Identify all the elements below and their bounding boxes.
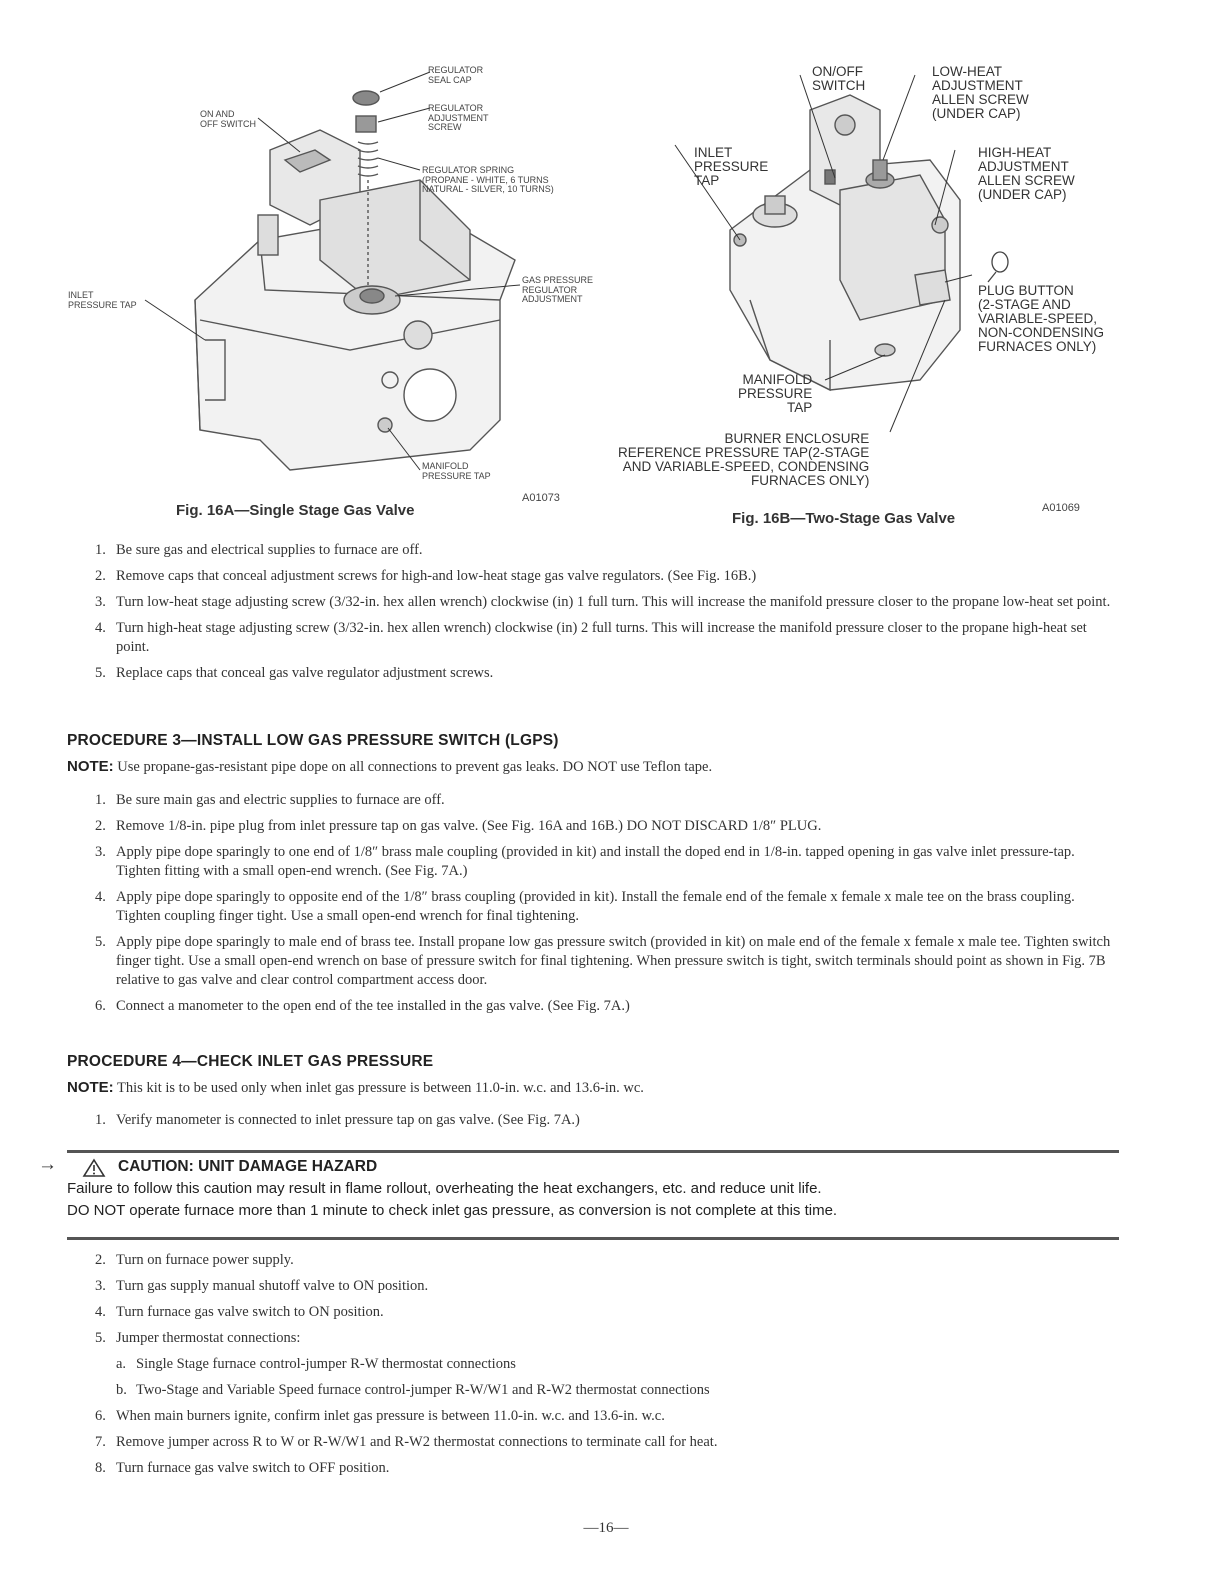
caution-title: CAUTION: UNIT DAMAGE HAZARD [118, 1158, 378, 1175]
figure-16a-caption: Fig. 16A—Single Stage Gas Valve [176, 502, 415, 519]
list-item: 5.Replace caps that conceal gas valve re… [95, 665, 494, 681]
regulator-seal-cap-label: REGULATOR SEAL CAP [428, 65, 484, 85]
list-item: 2.Remove 1/8-in. pipe plug from inlet pr… [95, 818, 822, 834]
list-item: 4.Apply pipe dope sparingly to opposite … [95, 889, 1075, 924]
single-stage-gas-valve-drawing [144, 71, 521, 471]
list-item: 3.Turn gas supply manual shutoff valve t… [95, 1278, 429, 1294]
plug-button-icon [987, 251, 1009, 283]
procedure-4-note: NOTE: This kit is to be used only when i… [67, 1079, 644, 1097]
procedure-3-note: NOTE: Use propane-gas-resistant pipe dop… [67, 758, 712, 776]
list-item: b.Two-Stage and Variable Speed furnace c… [116, 1382, 710, 1398]
list-item: 1.Verify manometer is connected to inlet… [95, 1112, 580, 1128]
list-item: 6.Connect a manometer to the open end of… [95, 998, 630, 1014]
inlet-pressure-steps-a: 1.Verify manometer is connected to inlet… [68, 1111, 1120, 1137]
list-item: 7.Remove jumper across R to W or R-W/W1 … [95, 1434, 718, 1450]
low-heat-adjustment-label: LOW-HEAT ADJUSTMENT ALLEN SCREW (UNDER C… [932, 64, 1029, 121]
note-text: Use propane-gas-resistant pipe dope on a… [117, 759, 713, 775]
list-item: 4.Turn high-heat stage adjusting screw (… [95, 620, 1087, 655]
list-item: 1.Be sure gas and electrical supplies to… [95, 542, 423, 558]
list-item: 4.Turn furnace gas valve switch to ON po… [95, 1304, 384, 1320]
list-item: 2.Remove caps that conceal adjustment sc… [95, 568, 757, 584]
regulator-adjustment-screw-label: REGULATOR ADJUSTMENT SCREW [428, 103, 489, 132]
high-heat-adjustment-label: HIGH-HEAT ADJUSTMENT ALLEN SCREW (UNDER … [978, 145, 1075, 202]
list-item: a.Single Stage furnace control-jumper R-… [116, 1356, 516, 1372]
burner-enclosure-tap-label: BURNER ENCLOSURE REFERENCE PRESSURE TAP(… [618, 431, 870, 488]
note-label: NOTE: [67, 758, 114, 775]
list-item: 1.Be sure main gas and electric supplies… [95, 792, 445, 808]
list-item: 3.Turn low-heat stage adjusting screw (3… [95, 594, 1111, 610]
caution-change-arrow: → [38, 1154, 57, 1175]
figure-16b-caption: Fig. 16B—Two-Stage Gas Valve [732, 510, 956, 527]
figure-16a: REGULATOR SEAL CAP ON AND OFF SWITCH REG… [0, 0, 600, 530]
procedure-4-heading: PROCEDURE 4—CHECK INLET GAS PRESSURE [67, 1053, 434, 1070]
caution-top-rule [67, 1150, 1119, 1153]
figure-16b-code: A01069 [1042, 502, 1080, 514]
on-off-switch-label: ON AND OFF SWITCH [200, 109, 256, 129]
lgps-install-steps: 1.Be sure main gas and electric supplies… [68, 791, 1120, 1023]
on-off-switch-label: ON/OFF SWITCH [812, 64, 866, 93]
regulator-spring-label: REGULATOR SPRING (PROPANE - WHITE, 6 TUR… [422, 165, 554, 194]
note-text: This kit is to be used only when inlet g… [117, 1080, 644, 1096]
manifold-pressure-tap-label: MANIFOLD PRESSURE TAP [422, 461, 491, 481]
inlet-pressure-tap-label: INLET PRESSURE TAP [68, 290, 137, 310]
inlet-pressure-tap-label: INLET PRESSURE TAP [694, 145, 769, 188]
gas-pressure-regulator-label: GAS PRESSURE REGULATOR ADJUSTMENT [522, 275, 594, 304]
caution-bottom-rule [67, 1237, 1119, 1240]
list-item: 5.Jumper thermostat connections: [95, 1330, 301, 1346]
list-item: 5.Apply pipe dope sparingly to male end … [95, 934, 1111, 988]
note-label: NOTE: [67, 1079, 114, 1096]
list-item: 6.When main burners ignite, confirm inle… [95, 1408, 665, 1424]
regulator-adjustment-steps: 1.Be sure gas and electrical supplies to… [68, 541, 1120, 690]
list-item: 8.Turn furnace gas valve switch to OFF p… [95, 1460, 390, 1476]
figure-16a-code: A01073 [522, 492, 560, 504]
procedure-3-heading: PROCEDURE 3—INSTALL LOW GAS PRESSURE SWI… [67, 732, 559, 749]
page-number: —16— [583, 1520, 629, 1536]
list-item: 2.Turn on furnace power supply. [95, 1252, 294, 1268]
manifold-pressure-tap-label: MANIFOLD PRESSURE TAP [738, 372, 813, 415]
caution-line-2: DO NOT operate furnace more than 1 minut… [67, 1202, 838, 1219]
list-item: 3.Apply pipe dope sparingly to one end o… [95, 844, 1075, 879]
caution-line-1: Failure to follow this caution may resul… [67, 1180, 822, 1197]
two-stage-gas-valve-drawing [674, 74, 1009, 433]
figure-16b: ON/OFF SWITCH LOW-HEAT ADJUSTMENT ALLEN … [600, 0, 1212, 530]
warning-triangle-icon [82, 1158, 106, 1177]
plug-button-label: PLUG BUTTON (2-STAGE AND VARIABLE-SPEED,… [978, 283, 1105, 354]
inlet-pressure-steps-b: 2.Turn on furnace power supply. 3.Turn g… [68, 1251, 1120, 1485]
